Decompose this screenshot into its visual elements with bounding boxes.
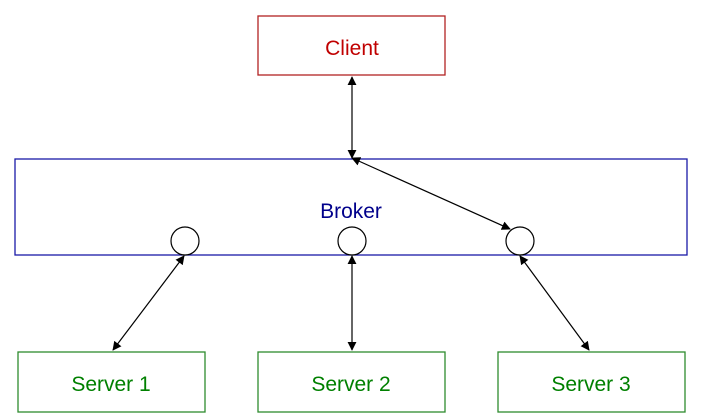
server-3-box <box>497 351 686 413</box>
server-1-label: Server 1 <box>71 373 150 396</box>
arrow-port-3-server-3 <box>519 255 590 351</box>
broker-port-3 <box>505 226 535 256</box>
arrow-broker-port-3 <box>351 157 511 230</box>
broker-port-2 <box>337 226 367 256</box>
broker-label: Broker <box>320 200 382 223</box>
client-node: Client <box>257 15 446 76</box>
server-2-box <box>257 351 446 413</box>
arrow-port-1-server-1 <box>112 255 185 351</box>
broker-port-1 <box>170 226 200 256</box>
server-3-label: Server 3 <box>551 373 630 396</box>
server-2-label: Server 2 <box>311 373 390 396</box>
client-label: Client <box>325 37 379 60</box>
server-1-box <box>17 351 206 413</box>
server-3-node: Server 3 <box>497 351 686 413</box>
server-2-node: Server 2 <box>257 351 446 413</box>
server-1-node: Server 1 <box>17 351 206 413</box>
client-box <box>257 15 446 76</box>
